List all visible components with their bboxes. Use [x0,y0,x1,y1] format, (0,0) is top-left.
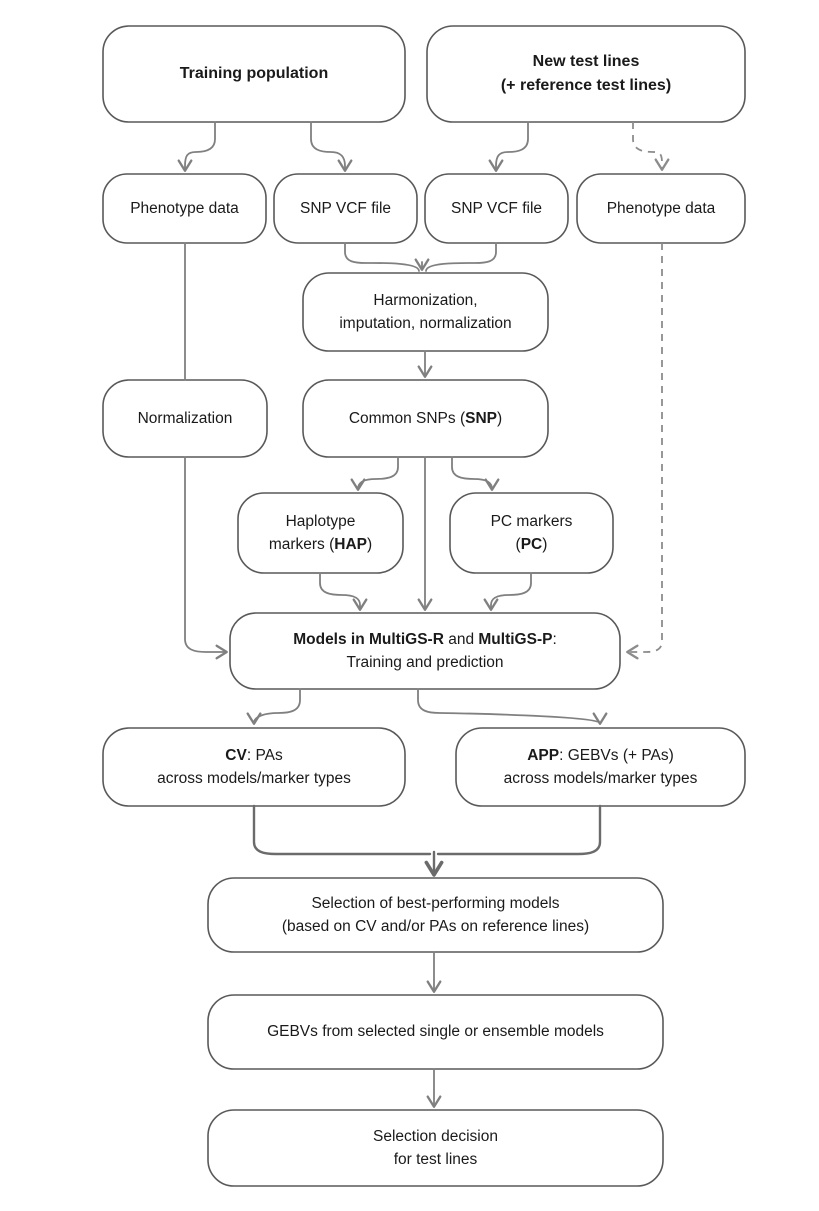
node-new-test-lines[interactable] [426,25,746,123]
edge-models-to-app [417,688,608,725]
node-selection-models[interactable] [207,877,664,953]
node-phenotype-data-right[interactable] [576,173,746,244]
node-haplotype-markers[interactable] [237,492,404,574]
edge-normalization-to-models [184,456,228,660]
edge-haplotype-to-models [319,572,368,611]
edge-newtest-to-snp-right [488,121,529,172]
edge-newtest-to-phenotype-right [632,122,670,171]
node-harmonization[interactable] [302,272,549,352]
edge-training-to-phenotype-left [177,121,216,172]
node-pc-markers[interactable] [449,492,614,574]
edge-snp-left-merge [344,242,420,272]
edge-common-snps-to-pc [451,456,500,491]
edge-cv-merge [252,804,432,856]
node-phenotype-data-left[interactable] [102,173,267,244]
node-snp-vcf-left[interactable] [273,173,418,244]
edge-app-merge [436,804,602,856]
node-cv-results[interactable] [102,727,406,807]
node-common-snps[interactable] [302,379,549,458]
edge-phenotype-right-to-models [626,243,663,660]
edge-snp-right-merge [425,242,497,272]
node-training-population[interactable] [102,25,406,123]
node-normalization[interactable] [102,379,268,458]
edge-common-snps-to-haplotype [350,456,399,491]
node-selection-decision[interactable] [207,1109,664,1187]
node-models[interactable] [229,612,621,690]
node-gebvs-models[interactable] [207,994,664,1070]
edge-models-to-cv [246,688,301,725]
edge-pc-to-models [483,572,532,611]
node-snp-vcf-right[interactable] [424,173,569,244]
edge-training-to-snp-left [310,121,353,172]
node-app-results[interactable] [455,727,746,807]
